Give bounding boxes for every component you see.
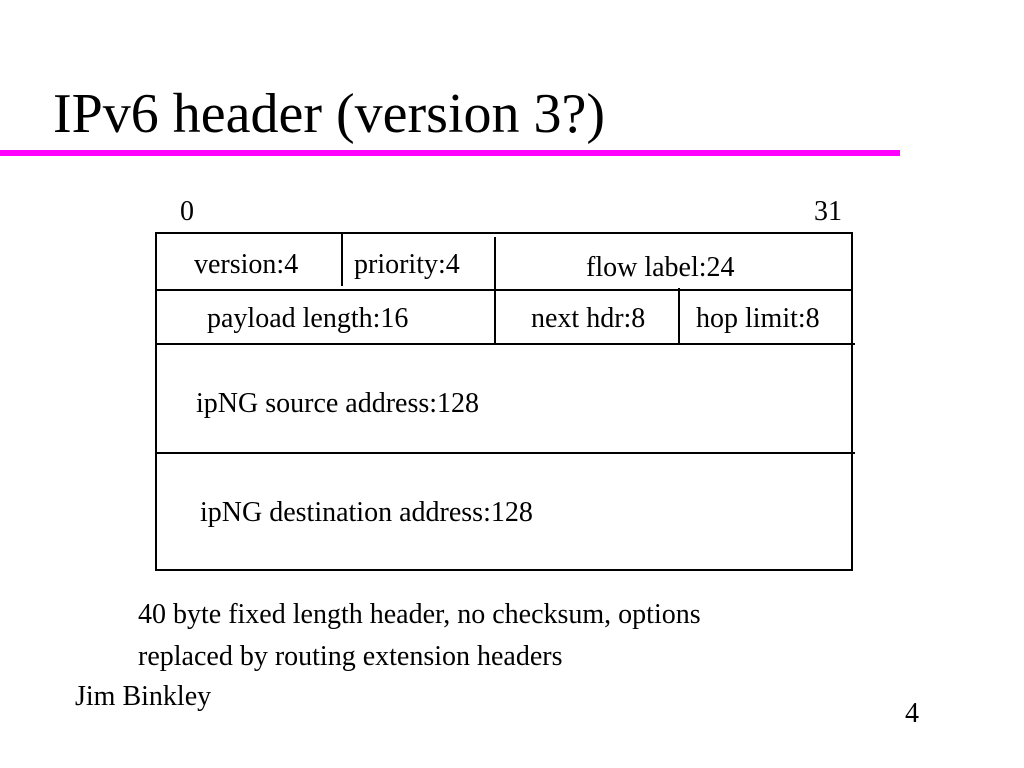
row2-separator [155, 343, 855, 345]
author-name: Jim Binkley [75, 681, 212, 712]
divider-nexthdr-hoplimit [678, 288, 680, 344]
divider-payload-nexthdr [494, 291, 496, 343]
field-version: version:4 [194, 249, 299, 280]
field-destination-address: ipNG destination address:128 [200, 497, 533, 528]
field-source-address: ipNG source address:128 [196, 388, 480, 419]
diagram-bottom-border [155, 569, 853, 571]
note-line-2: replaced by routing extension headers [138, 641, 563, 672]
diagram-left-border [155, 232, 157, 571]
field-next-hdr: next hdr:8 [531, 303, 646, 334]
diagram-top-border [155, 232, 853, 234]
diagram-right-border [851, 232, 853, 571]
field-flow-label: flow label:24 [586, 252, 735, 283]
slide-title: IPv6 header (version 3?) [53, 83, 606, 145]
bit-start-label: 0 [180, 196, 194, 227]
bit-end-label: 31 [814, 196, 842, 227]
row1-separator [155, 289, 853, 291]
title-underline [0, 150, 900, 156]
field-payload-length: payload length:16 [207, 303, 409, 334]
note-line-1: 40 byte fixed length header, no checksum… [138, 599, 701, 630]
field-priority: priority:4 [354, 249, 460, 280]
page-number: 4 [905, 698, 919, 729]
field-hop-limit: hop limit:8 [696, 303, 820, 334]
divider-version-priority [341, 234, 343, 286]
divider-priority-flow [494, 237, 496, 289]
row3-separator [155, 452, 855, 454]
